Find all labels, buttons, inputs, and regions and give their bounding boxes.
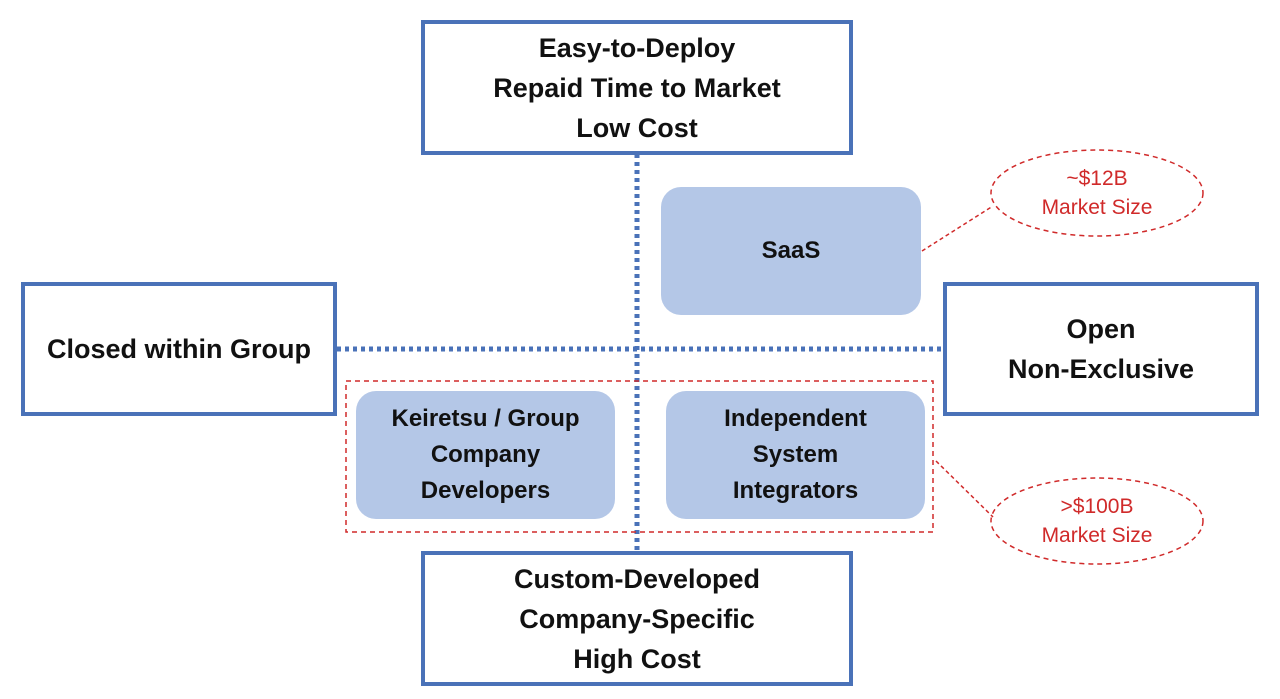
integrators-callout-label: Market Size [1041,524,1153,547]
integrators-callout-leader [935,460,994,518]
left-axis-box: Closed within Group [21,282,337,416]
left-axis-line-1: Closed within Group [47,334,311,364]
keiretsu-line-3: Developers [420,477,551,504]
saas-callout-value: ~$12B [1066,167,1128,190]
independent-line-2: System [752,441,839,468]
bottom-axis-line-2: Company-Specific [519,603,755,634]
bottom-axis-line-1: Custom-Developed [513,563,761,594]
saas-callout-leader [921,205,994,252]
saas-callout-label: Market Size [1041,196,1153,219]
saas-callout-ellipse [990,149,1204,237]
top-axis-box: Easy-to-Deploy Repaid Time to Market Low… [421,20,853,155]
integrators-callout: >$100B Market Size [991,478,1203,564]
right-axis-line-1: Open [1066,314,1136,344]
independent-line-1: Independent [724,405,867,432]
right-axis-box: Open Non-Exclusive [943,282,1259,416]
independent-box: Independent System Integrators [666,391,925,519]
right-axis-line-2: Non-Exclusive [1007,354,1195,384]
bottom-axis-line-3: High Cost [573,643,701,674]
top-axis-line-1: Easy-to-Deploy [538,32,736,63]
saas-box: SaaS [661,187,921,315]
top-axis-line-2: Repaid Time to Market [493,72,781,103]
keiretsu-line-2: Company [430,441,541,468]
integrators-callout-value: >$100B [1060,495,1134,518]
integrators-callout-ellipse [990,477,1204,565]
saas-label: SaaS [761,237,821,264]
top-axis-line-3: Low Cost [576,112,698,143]
independent-line-3: Integrators [732,477,859,504]
bottom-axis-box: Custom-Developed Company-Specific High C… [421,551,853,686]
saas-callout: ~$12B Market Size [991,150,1203,236]
keiretsu-line-1: Keiretsu / Group [391,405,580,432]
keiretsu-box: Keiretsu / Group Company Developers [356,391,615,519]
